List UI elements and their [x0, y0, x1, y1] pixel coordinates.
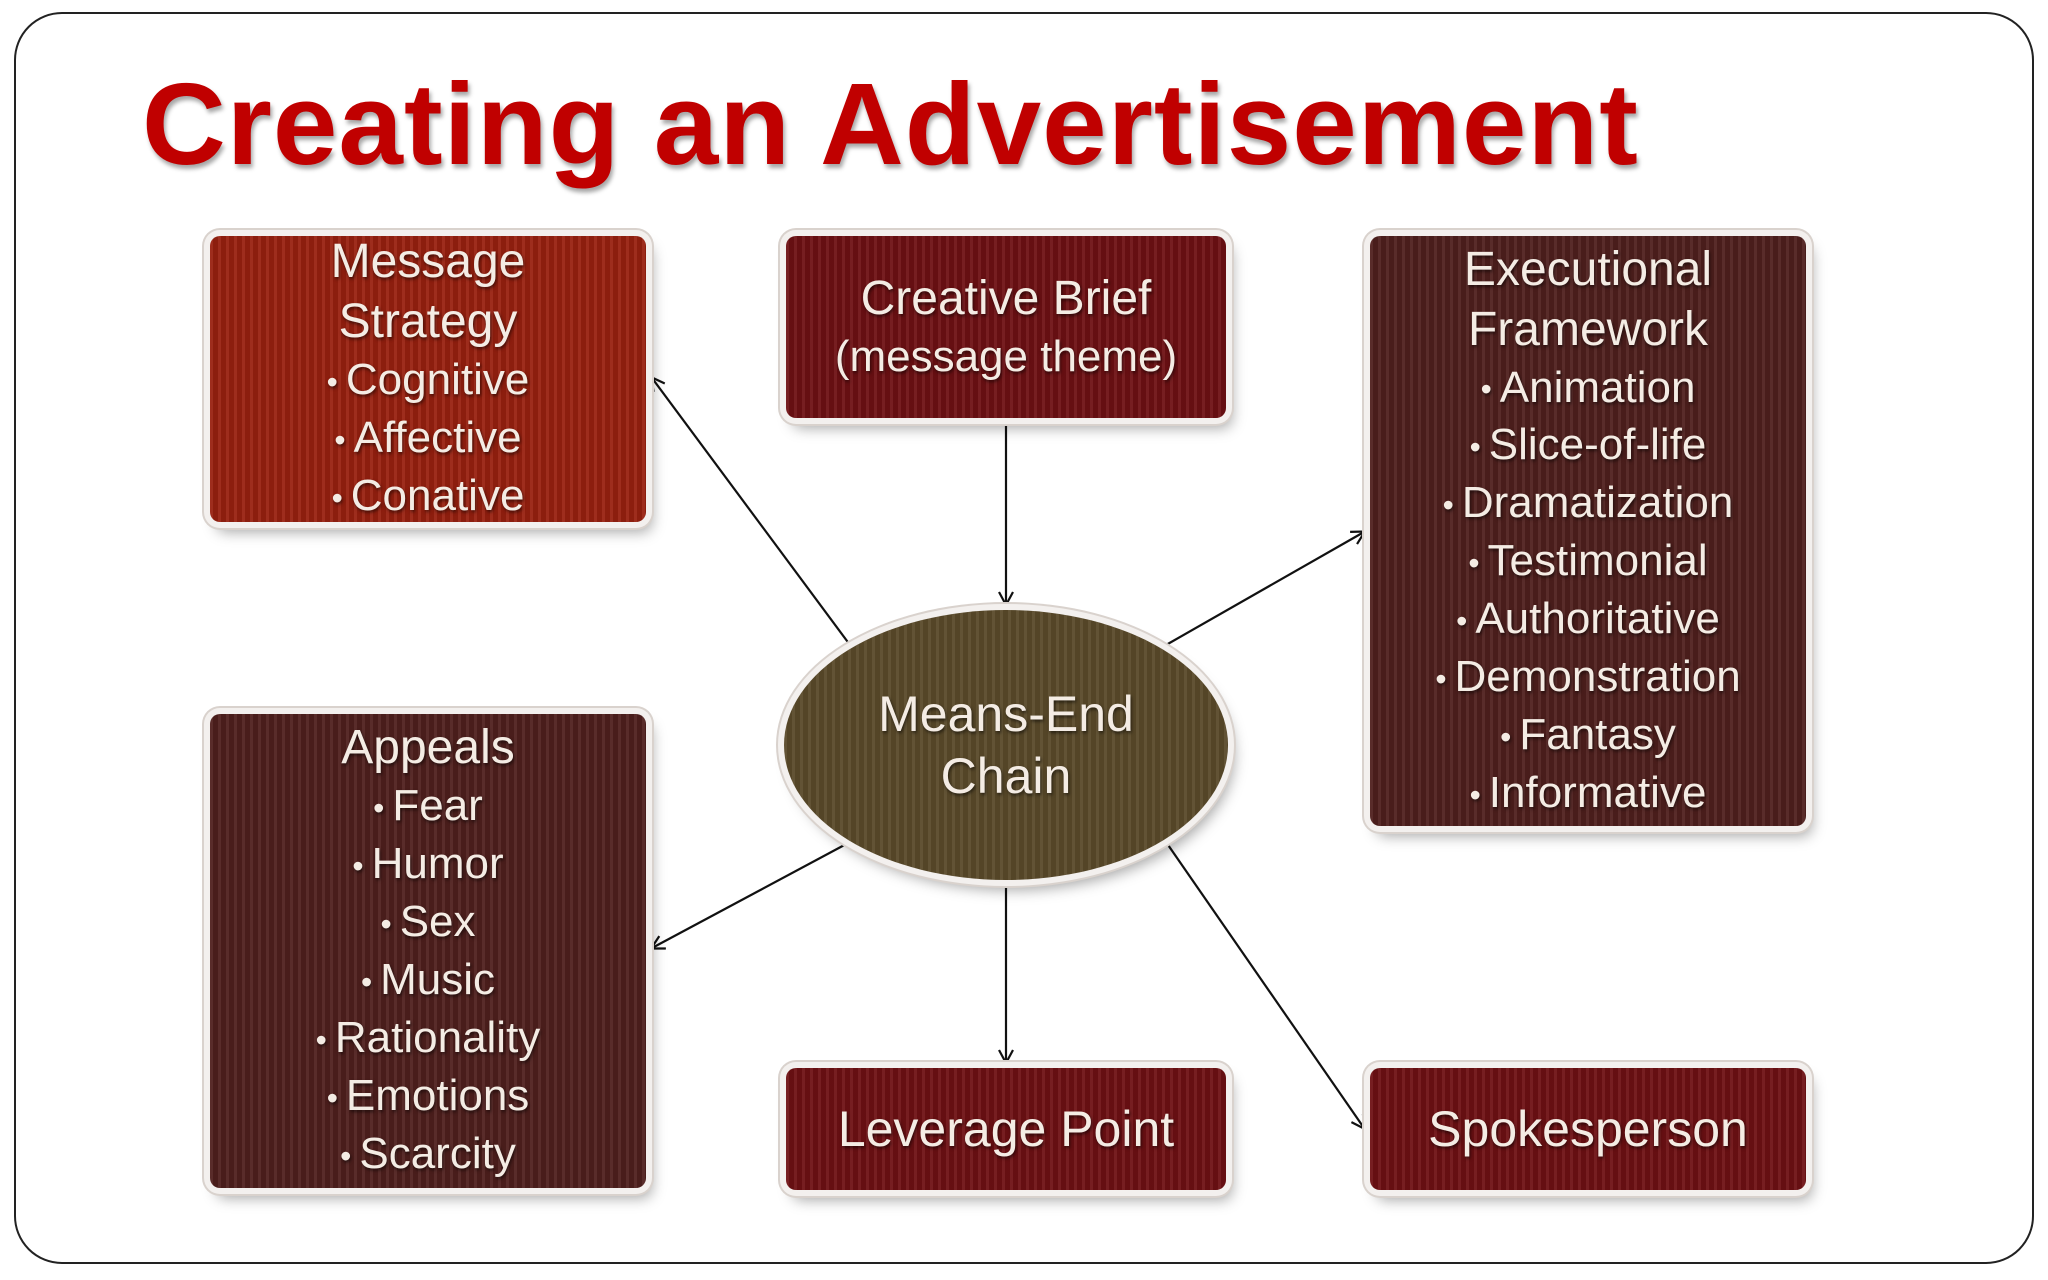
slide-title: Creating an Advertisement: [142, 59, 1639, 189]
executional-framework-heading-1: Executional: [1463, 242, 1713, 296]
arrow-chain-to-spokesperson: [1165, 841, 1364, 1128]
executional-framework-heading-2: Framework: [1467, 302, 1709, 356]
appeals-item: Emotions: [327, 1068, 529, 1126]
executional-framework-item: Slice-of-life: [1470, 417, 1707, 475]
creative-brief-box: Creative Brief (message theme): [786, 236, 1226, 418]
message-strategy-heading-2: Strategy: [338, 295, 518, 349]
executional-framework-box: Executional Framework Animation Slice-of…: [1370, 236, 1806, 826]
executional-framework-item: Testimonial: [1468, 533, 1708, 591]
appeals-box: Appeals Fear Humor Sex Music Rationality…: [210, 714, 646, 1188]
arrow-chain-to-exec: [1165, 532, 1364, 646]
appeals-item: Music: [361, 952, 495, 1010]
message-strategy-box: Message Strategy Cognitive Affective Con…: [210, 235, 646, 522]
appeals-item: Fear: [373, 778, 482, 836]
appeals-item: Humor: [352, 836, 504, 894]
spokesperson-box: Spokesperson: [1370, 1068, 1806, 1190]
arrow-chain-to-appeals: [652, 841, 851, 948]
means-end-chain-label-2: Chain: [940, 748, 1072, 804]
executional-framework-item: Authoritative: [1456, 591, 1720, 649]
leverage-point-box: Leverage Point: [786, 1068, 1226, 1190]
executional-framework-item: Informative: [1470, 765, 1707, 823]
spokesperson-label: Spokesperson: [1428, 1101, 1748, 1157]
executional-framework-item: Demonstration: [1435, 649, 1741, 707]
message-strategy-item: Affective: [334, 410, 522, 468]
appeals-item: Rationality: [316, 1010, 540, 1068]
executional-framework-item: Dramatization: [1443, 475, 1733, 533]
executional-framework-item: Fantasy: [1500, 707, 1676, 765]
creative-brief-label: Creative Brief: [860, 272, 1152, 325]
arrow-chain-to-message: [652, 378, 851, 646]
message-strategy-item: Conative: [332, 468, 525, 526]
message-strategy-heading-1: Message: [330, 235, 526, 289]
message-strategy-item: Cognitive: [327, 352, 529, 410]
executional-framework-item: Animation: [1481, 360, 1696, 418]
appeals-heading: Appeals: [341, 721, 515, 775]
appeals-item: Sex: [380, 894, 476, 952]
means-end-chain-ellipse: Means-End Chain: [784, 610, 1228, 880]
leverage-point-label: Leverage Point: [837, 1101, 1175, 1157]
creative-brief-subtitle: (message theme): [834, 332, 1178, 381]
means-end-chain-label-1: Means-End: [878, 686, 1134, 742]
appeals-item: Scarcity: [340, 1126, 515, 1184]
